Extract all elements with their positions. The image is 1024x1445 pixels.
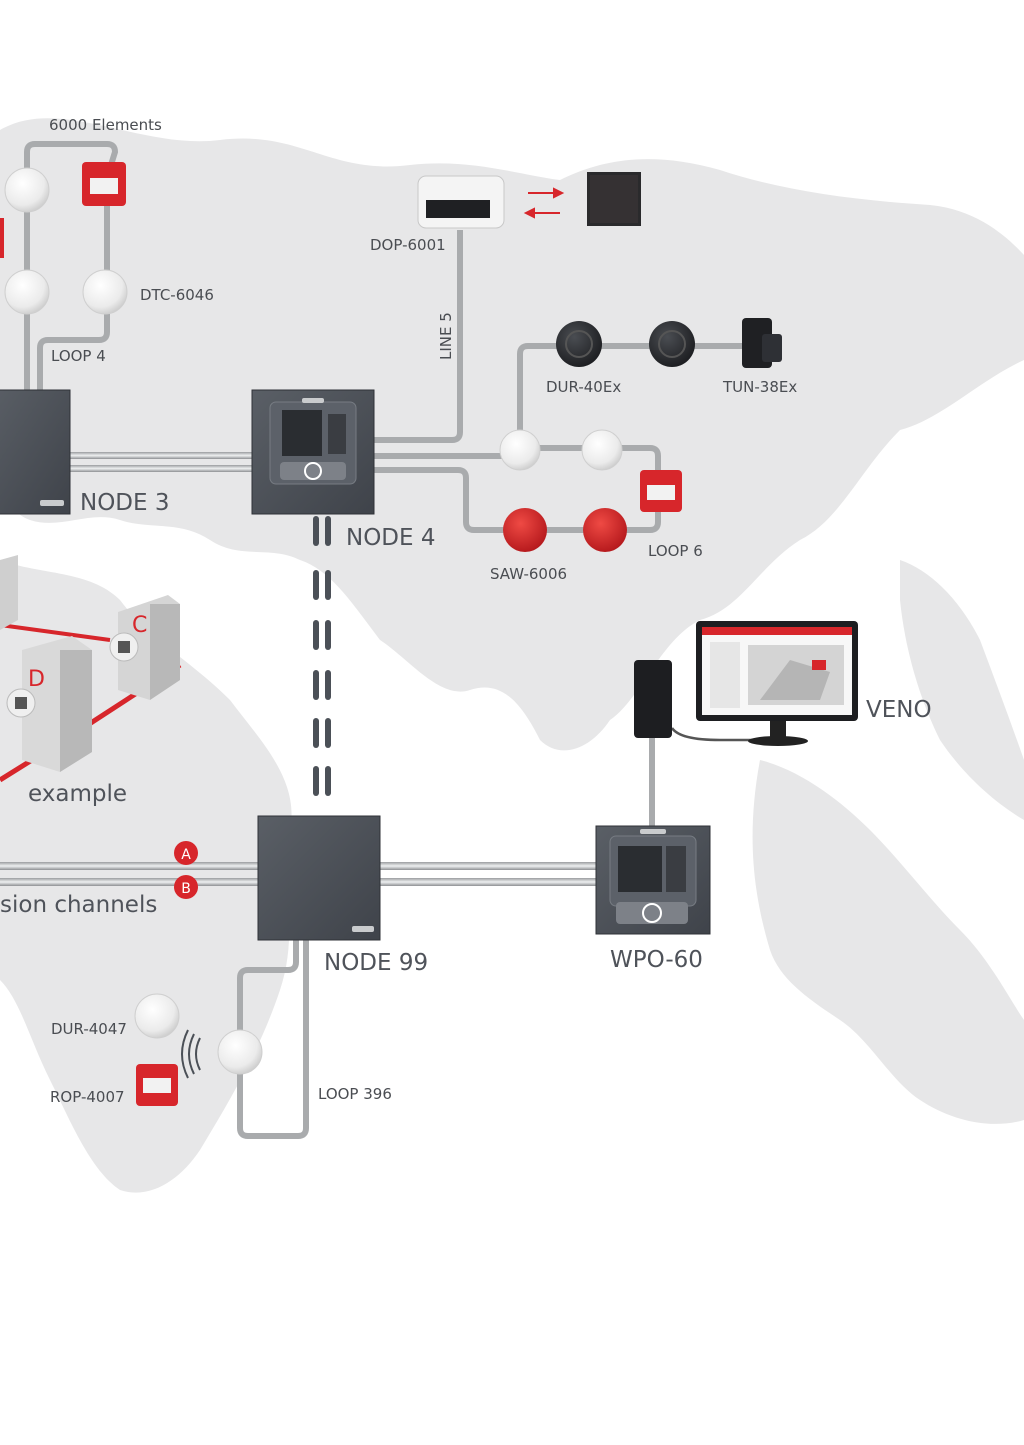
- label-line5: LINE 5: [437, 312, 455, 360]
- siren-icon: [503, 508, 627, 552]
- label-wpo60: WPO-60: [610, 947, 703, 973]
- ex-manual-call-point-icon: [742, 318, 782, 368]
- label-rop4007: ROP-4007: [50, 1088, 125, 1106]
- buildings-example: [0, 555, 182, 783]
- dop6001-display[interactable]: [417, 175, 505, 229]
- label-node99: NODE 99: [324, 950, 428, 976]
- label-example: example: [28, 781, 127, 807]
- label-dur40ex: DUR-40Ex: [546, 378, 621, 396]
- loop6-detector-icon: [499, 429, 623, 471]
- wpo60-panel[interactable]: [595, 825, 711, 935]
- arrows-icon: [523, 187, 565, 219]
- loop396-devices: [134, 993, 263, 1106]
- dashed-bus: [313, 516, 331, 796]
- building-label-d: D: [28, 667, 45, 692]
- wireless-icon: [181, 1029, 201, 1079]
- label-dur4047: DUR-4047: [51, 1020, 127, 1038]
- channel-markers: [174, 841, 198, 899]
- channel-label-b: B: [181, 881, 191, 897]
- veno-workstation[interactable]: [634, 621, 858, 746]
- loop6-manual-call-point-icon: [640, 470, 682, 512]
- label-tun38ex: TUN-38Ex: [722, 378, 797, 396]
- node99-cabinet[interactable]: [257, 815, 381, 941]
- label-node4: NODE 4: [346, 525, 436, 551]
- speaker-grill-icon: [587, 172, 641, 226]
- channel-label-a: A: [181, 847, 191, 863]
- detector-icon: [4, 167, 128, 315]
- label-node3: NODE 3: [80, 490, 170, 516]
- label-dop6001: DOP-6001: [370, 236, 446, 254]
- node4-panel[interactable]: [251, 389, 375, 515]
- node3-cabinet[interactable]: [0, 389, 71, 515]
- label-veno: VENO: [866, 697, 932, 723]
- building-label-c: C: [132, 613, 147, 638]
- label-transmission-channels: sion channels: [0, 892, 157, 918]
- label-loop6: LOOP 6: [648, 542, 703, 560]
- label-loop396: LOOP 396: [318, 1085, 392, 1103]
- label-dtc6046: DTC-6046: [140, 286, 214, 304]
- label-saw6006: SAW-6006: [490, 565, 567, 583]
- label-loop4: LOOP 4: [51, 347, 106, 365]
- ex-sounder-icon: [556, 321, 695, 367]
- bus-lines: [0, 452, 600, 886]
- manual-call-point-icon: [0, 162, 126, 258]
- label-6000-elements: 6000 Elements: [49, 116, 162, 134]
